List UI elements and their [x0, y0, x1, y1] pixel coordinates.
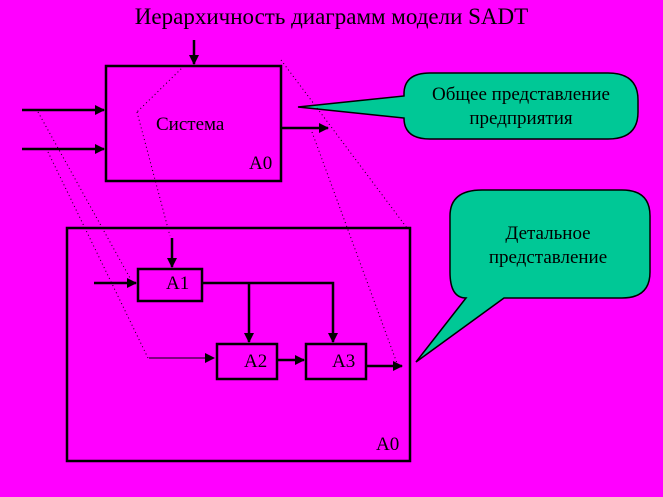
diagram-title: Иерархичность диаграмм модели SADT: [134, 4, 529, 29]
context-arrows: [22, 40, 329, 154]
detail-arrows: [94, 238, 403, 371]
callout-detail-text: Детальное представление: [488, 223, 608, 268]
callout-general-shape: [297, 72, 639, 140]
context-box-code: A0: [249, 153, 273, 174]
box-a3: [304, 342, 368, 381]
detail-frame-code: A0: [376, 434, 400, 455]
detail-frame: [65, 226, 412, 463]
box-a1-label: A1: [166, 273, 190, 294]
projection-lines: [37, 59, 408, 367]
callout-general-text: Общее представление предприятия: [432, 84, 610, 129]
context-box: [104, 64, 283, 183]
callout-detail-shape: [415, 189, 651, 363]
context-box-label: Система: [156, 114, 225, 135]
box-a3-label: A3: [332, 351, 356, 372]
box-a2: [215, 342, 279, 381]
box-a1: [136, 267, 204, 303]
box-a2-label: A2: [244, 351, 268, 372]
